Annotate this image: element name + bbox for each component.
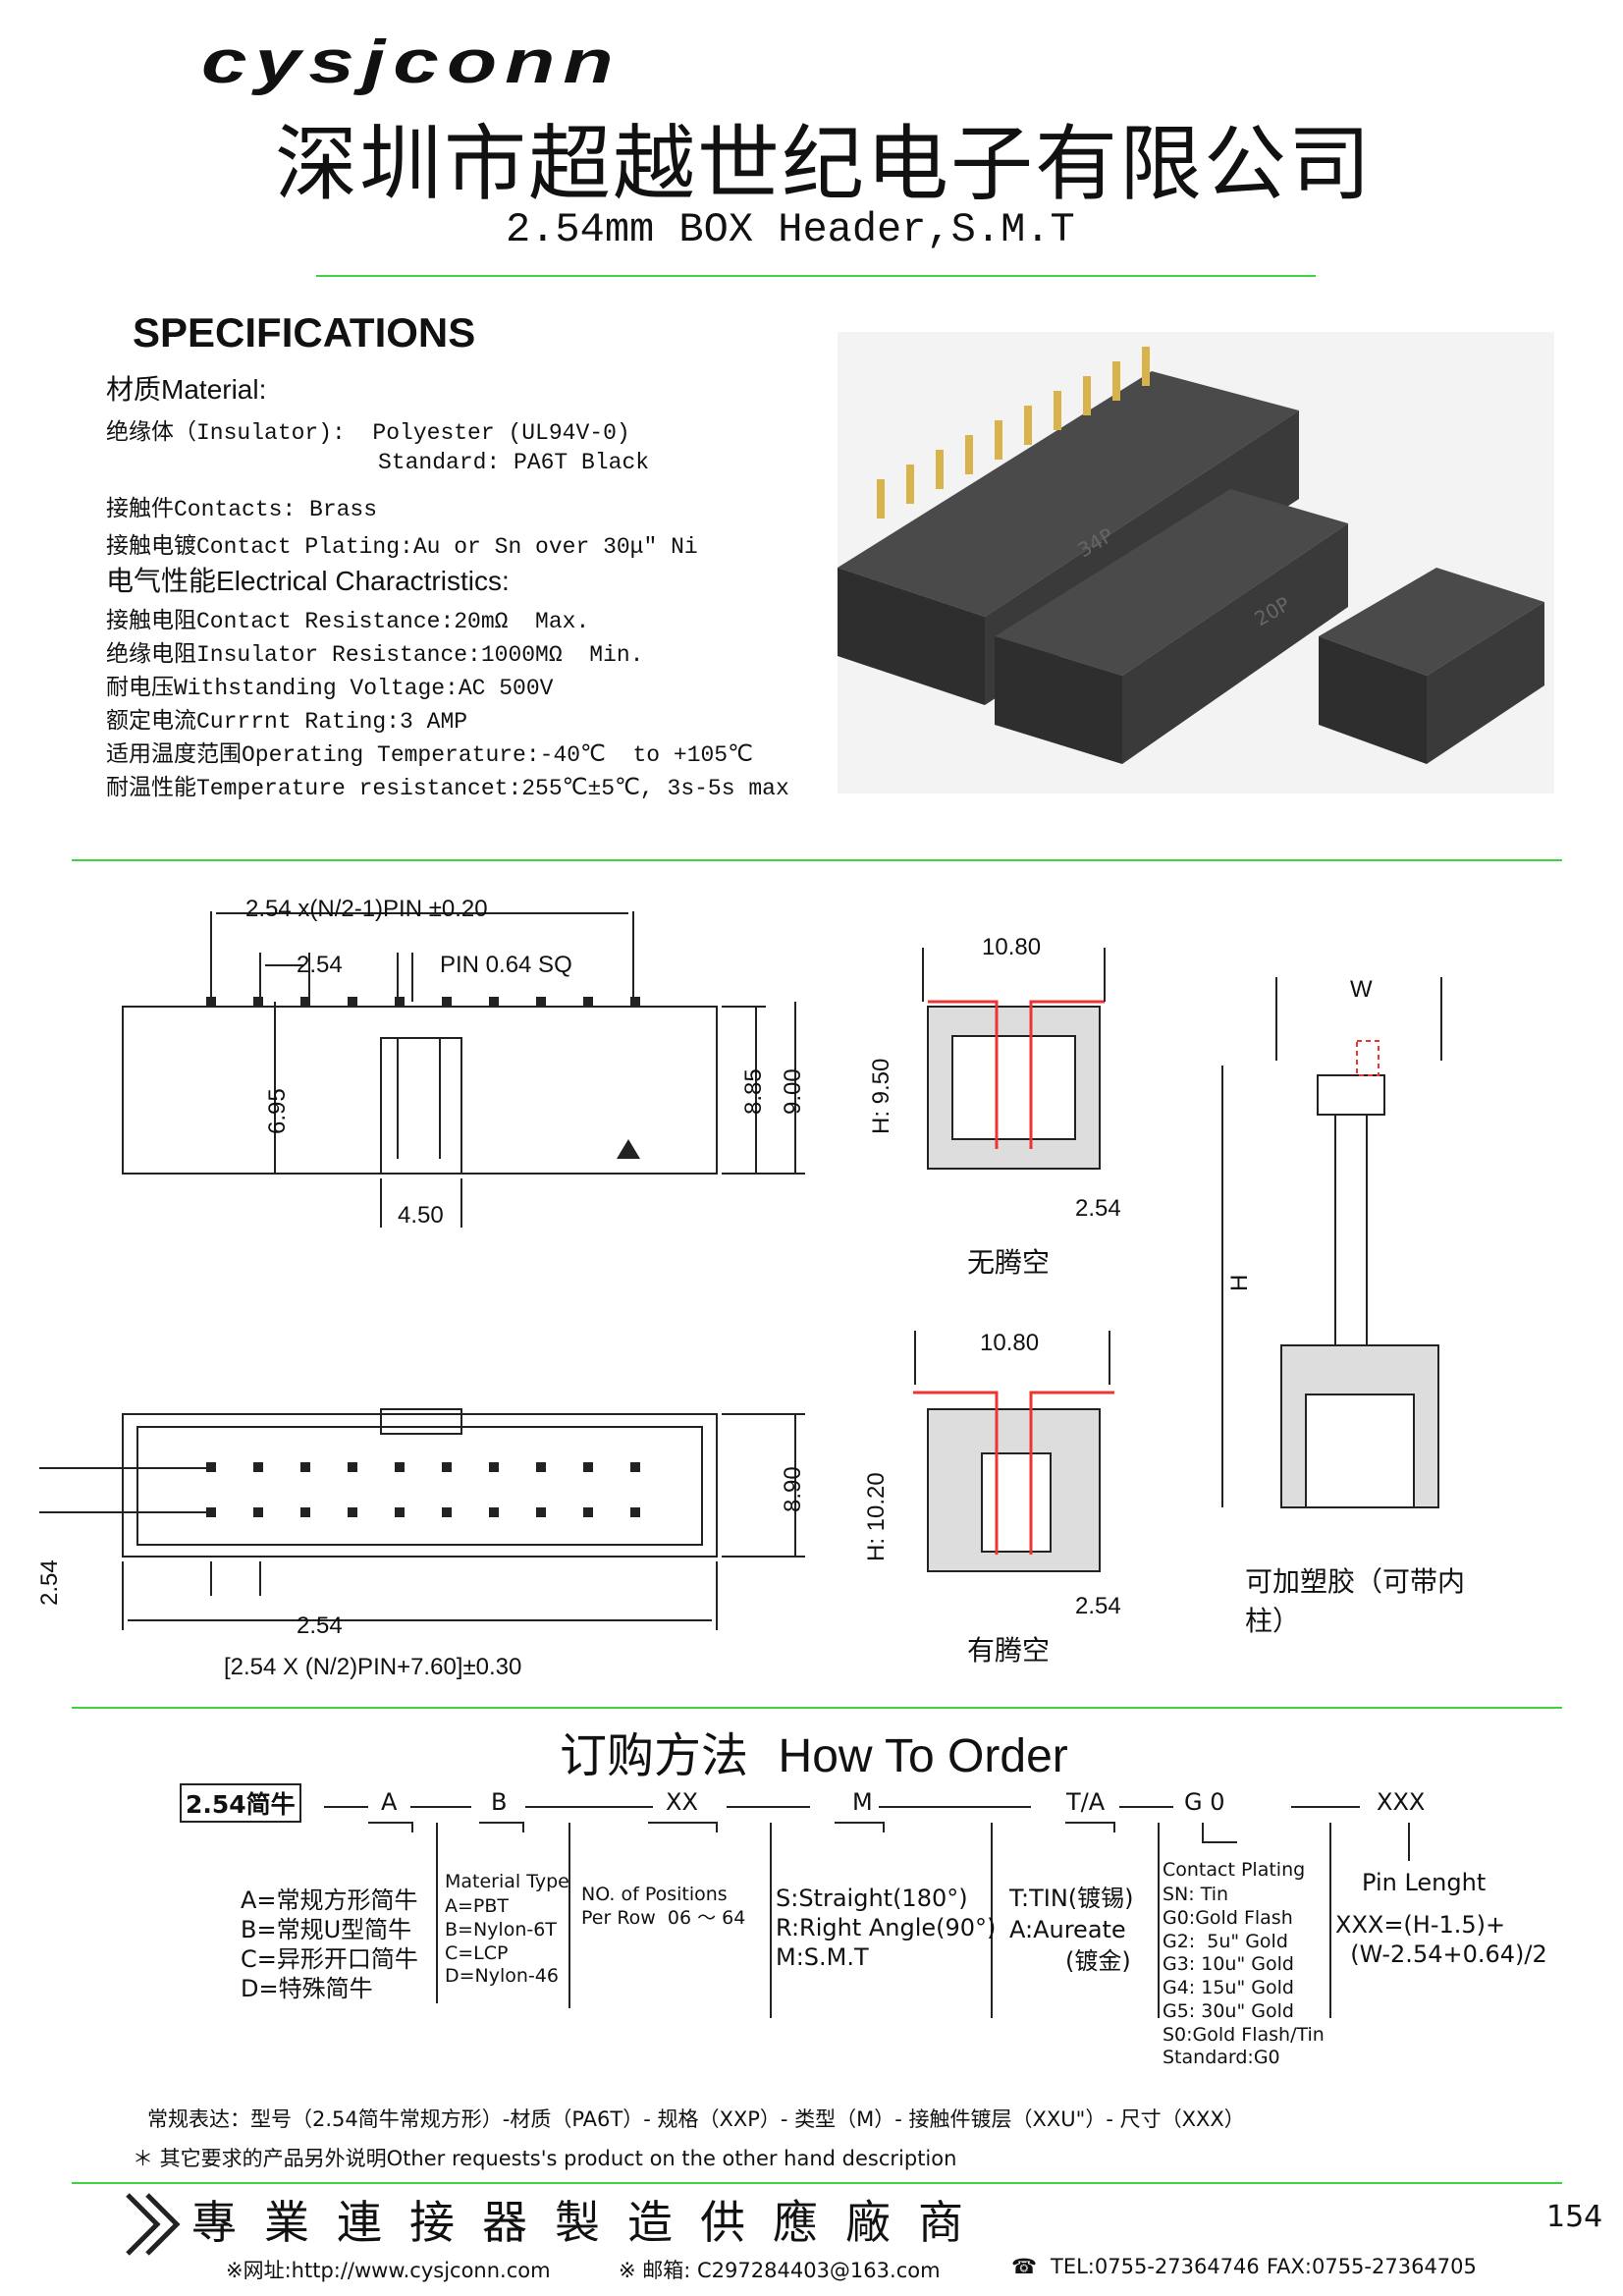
order-other-requests: ＊ 其它要求的产品另外说明Other requests's product on…: [133, 2147, 957, 2170]
dim-950: H: 9.50: [868, 1059, 894, 1134]
order-col-b: A=PBT B=Nylon-6T C=LCP D=Nylon-46: [445, 1895, 559, 1988]
spec-insulator: 绝缘体（Insulator): Polyester (UL94V-0): [106, 420, 630, 446]
dim-695: 6.95: [264, 1088, 291, 1134]
dim-pitch-total: 2.54 x(N/2-1)PIN ±0.20: [245, 896, 488, 922]
dim-254e: 2.54: [297, 1613, 343, 1639]
order-seq-box: 2.54简牛: [180, 1783, 301, 1823]
dim-254c: 2.54: [1075, 1593, 1121, 1619]
divider: [72, 859, 1562, 861]
dim-pin: PIN 0.64 SQ: [440, 952, 572, 978]
spec-insulator-std: Standard: PA6T Black: [378, 450, 650, 475]
order-col-xxx-title: Pin Lenght: [1362, 1869, 1487, 1896]
order-col-ta-1: T:TIN(镀锡): [1009, 1885, 1134, 1912]
order-seq-m: M: [852, 1788, 873, 1816]
company-logo: cysjconn: [201, 28, 622, 96]
divider: [316, 275, 1316, 277]
order-col-m: S:Straight(180°) R:Right Angle(90°) M:S.…: [776, 1885, 997, 1971]
dim-885: 8.85: [740, 1068, 767, 1115]
footer-tel: TEL:0755-27364746: [1051, 2255, 1260, 2278]
spec-op-temp: 适用温度范围Operating Temperature:-40℃ to +105…: [106, 742, 753, 768]
footer-mail[interactable]: ※ 邮箱: C297284403@163.com: [619, 2259, 941, 2282]
technical-drawing: 2.54 x(N/2-1)PIN ±0.20 2.54 PIN 0.64 SQ …: [36, 896, 1465, 1680]
order-col-b-title: Material Type: [445, 1871, 569, 1892]
order-title: 订购方法 How To Order: [560, 1728, 1068, 1783]
dim-254b: 2.54: [1075, 1195, 1121, 1222]
order-seq-a: A: [381, 1788, 398, 1816]
spec-current: 额定电流Currrnt Rating:3 AMP: [106, 709, 468, 735]
dim-900: 9.00: [780, 1068, 806, 1115]
dim-1080a: 10.80: [982, 934, 1041, 960]
spec-plating: 接触电镀Contact Plating:Au or Sn over 30μ" N…: [106, 534, 698, 560]
order-col-g0-title: Contact Plating: [1163, 1859, 1306, 1881]
order-seq-g0: G 0: [1184, 1788, 1225, 1816]
order-col-a: A=常规方形简牛 B=常规U型简牛 C=异形开口简牛 D=特殊简牛: [241, 1886, 418, 2002]
footer-web[interactable]: ※网址:http://www.cysjconn.com: [226, 2259, 551, 2282]
chevron-right-icon: [126, 2193, 181, 2256]
label-gap: 有腾空: [967, 1635, 1050, 1666]
dim-890: 8.90: [780, 1466, 806, 1512]
spec-contacts: 接触件Contacts: Brass: [106, 497, 378, 522]
dim-h: H: [1226, 1275, 1253, 1291]
order-col-ta-2: A:Aureate: [1009, 1916, 1126, 1943]
order-col-ta-3: (镀金): [1065, 1947, 1131, 1975]
order-normal-expression: 常规表达：型号（2.54简牛常规方形）-材质（PA6T）- 规格（XXP）- 类…: [147, 2107, 1245, 2131]
label-plastic: 可加塑胶（可带内: [1245, 1566, 1465, 1597]
label-plastic-2: 柱）: [1245, 1606, 1300, 1636]
spec-contact-res: 接触电阻Contact Resistance:20mΩ Max.: [106, 609, 590, 634]
divider: [72, 1707, 1562, 1709]
company-name: 深圳市超越世纪电子有限公司: [275, 116, 1374, 212]
dim-1080b: 10.80: [980, 1330, 1039, 1356]
spec-insulator-res: 绝缘电阻Insulator Resistance:1000MΩ Min.: [106, 642, 644, 668]
label-no-gap: 无腾空: [967, 1247, 1050, 1278]
order-col-g0: SN: Tin G0:Gold Flash G2: 5u" Gold G3: 1…: [1163, 1884, 1325, 2069]
dim-450: 4.50: [398, 1202, 444, 1229]
page-number: 154: [1546, 2200, 1603, 2234]
dim-w: W: [1350, 976, 1373, 1003]
order-seq-xxx: XXX: [1377, 1788, 1426, 1816]
dim-1020: H: 10.20: [863, 1472, 890, 1561]
spec-temp-res: 耐温性能Temperature resistancet:255℃±5℃, 3s-…: [106, 776, 789, 801]
order-seq-xx: XX: [666, 1788, 698, 1816]
order-seq-b: B: [491, 1788, 508, 1816]
dim-overall: [2.54 X (N/2)PIN+7.60]±0.30: [224, 1654, 521, 1680]
footer-slogan: 專業連接器製造供應廠商: [191, 2196, 991, 2249]
phone-icon: ☎: [1011, 2255, 1038, 2278]
spec-voltage: 耐电压Withstanding Voltage:AC 500V: [106, 676, 554, 701]
specs-title: SPECIFICATIONS: [133, 309, 476, 355]
dim-254d: 2.54: [36, 1559, 63, 1606]
divider: [72, 2182, 1562, 2184]
order-connector-lines: [324, 1806, 1410, 2018]
material-heading: 材质Material:: [106, 373, 267, 406]
order-seq-ta: T/A: [1066, 1788, 1106, 1816]
order-col-xxx: XXX=(H-1.5)+ (W-2.54+0.64)/2: [1335, 1911, 1547, 1968]
order-col-xx: NO. of Positions Per Row 06 ～ 64: [581, 1884, 746, 1929]
dim-pitch: 2.54: [297, 952, 343, 978]
footer-fax: FAX:0755-27364705: [1267, 2255, 1477, 2278]
product-title: 2.54mm BOX Header,S.M.T: [506, 206, 1075, 253]
product-photo: 34P 20P: [838, 332, 1554, 793]
elec-heading: 电气性能Electrical Charactristics:: [106, 565, 510, 597]
